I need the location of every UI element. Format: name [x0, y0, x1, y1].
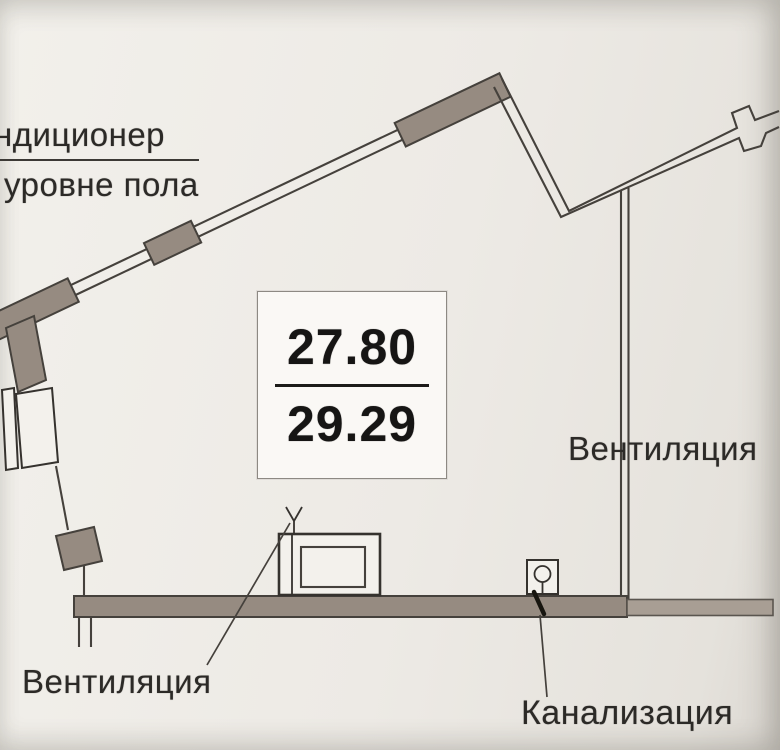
label-ventilation-right: Вентиляция: [568, 430, 758, 467]
upper-right-wall: [493, 78, 780, 219]
right-wall: [619, 188, 630, 599]
kitchen-unit-outline: [277, 532, 382, 597]
label-air-conditioner: ндиционер уровне пола: [0, 116, 200, 204]
fixture-box: [14, 386, 60, 470]
bottom-wall: [73, 595, 774, 647]
wall-line: [193, 128, 399, 228]
area-value-lower: 29.29: [286, 395, 418, 452]
wall-line: [501, 78, 780, 213]
symbol-arm: [285, 506, 295, 522]
window-segment-bottom: [0, 276, 81, 341]
leader-ventilation-bottom: [206, 522, 291, 666]
wall-line: [70, 248, 148, 287]
symbol-arm: [293, 506, 303, 522]
wall-line: [493, 86, 780, 219]
area-box: 27.80 29.29: [257, 291, 447, 479]
leader-sewerage: [539, 614, 548, 698]
window-segment-top: [393, 71, 512, 148]
area-value-upper: 27.80: [274, 322, 430, 387]
wall-line: [197, 138, 404, 238]
wall-line: [75, 258, 152, 296]
label-sewerage: Канализация: [521, 694, 734, 732]
vent-duct-symbol: [285, 506, 303, 534]
window-segment-middle: [142, 219, 203, 267]
kitchen-unit-inner: [299, 545, 367, 589]
label-air-conditioner-line2: уровне пола: [4, 166, 199, 203]
sewer-riser-mark: [531, 589, 547, 617]
wall-return-block: [4, 314, 48, 394]
window-wall: [0, 71, 512, 341]
wall-line: [54, 465, 70, 531]
sewer-riser: [526, 559, 559, 617]
kitchen-unit: [277, 532, 382, 597]
label-ventilation-bottom: Вентиляция: [22, 663, 212, 700]
door-block: [54, 525, 104, 572]
leader-lines: [206, 522, 548, 698]
bottom-wall-right-extension: [626, 598, 774, 617]
label-air-conditioner-line1: ндиционер: [0, 116, 200, 161]
fixture-strip: [0, 386, 20, 472]
entry-fixtures: [0, 314, 104, 596]
